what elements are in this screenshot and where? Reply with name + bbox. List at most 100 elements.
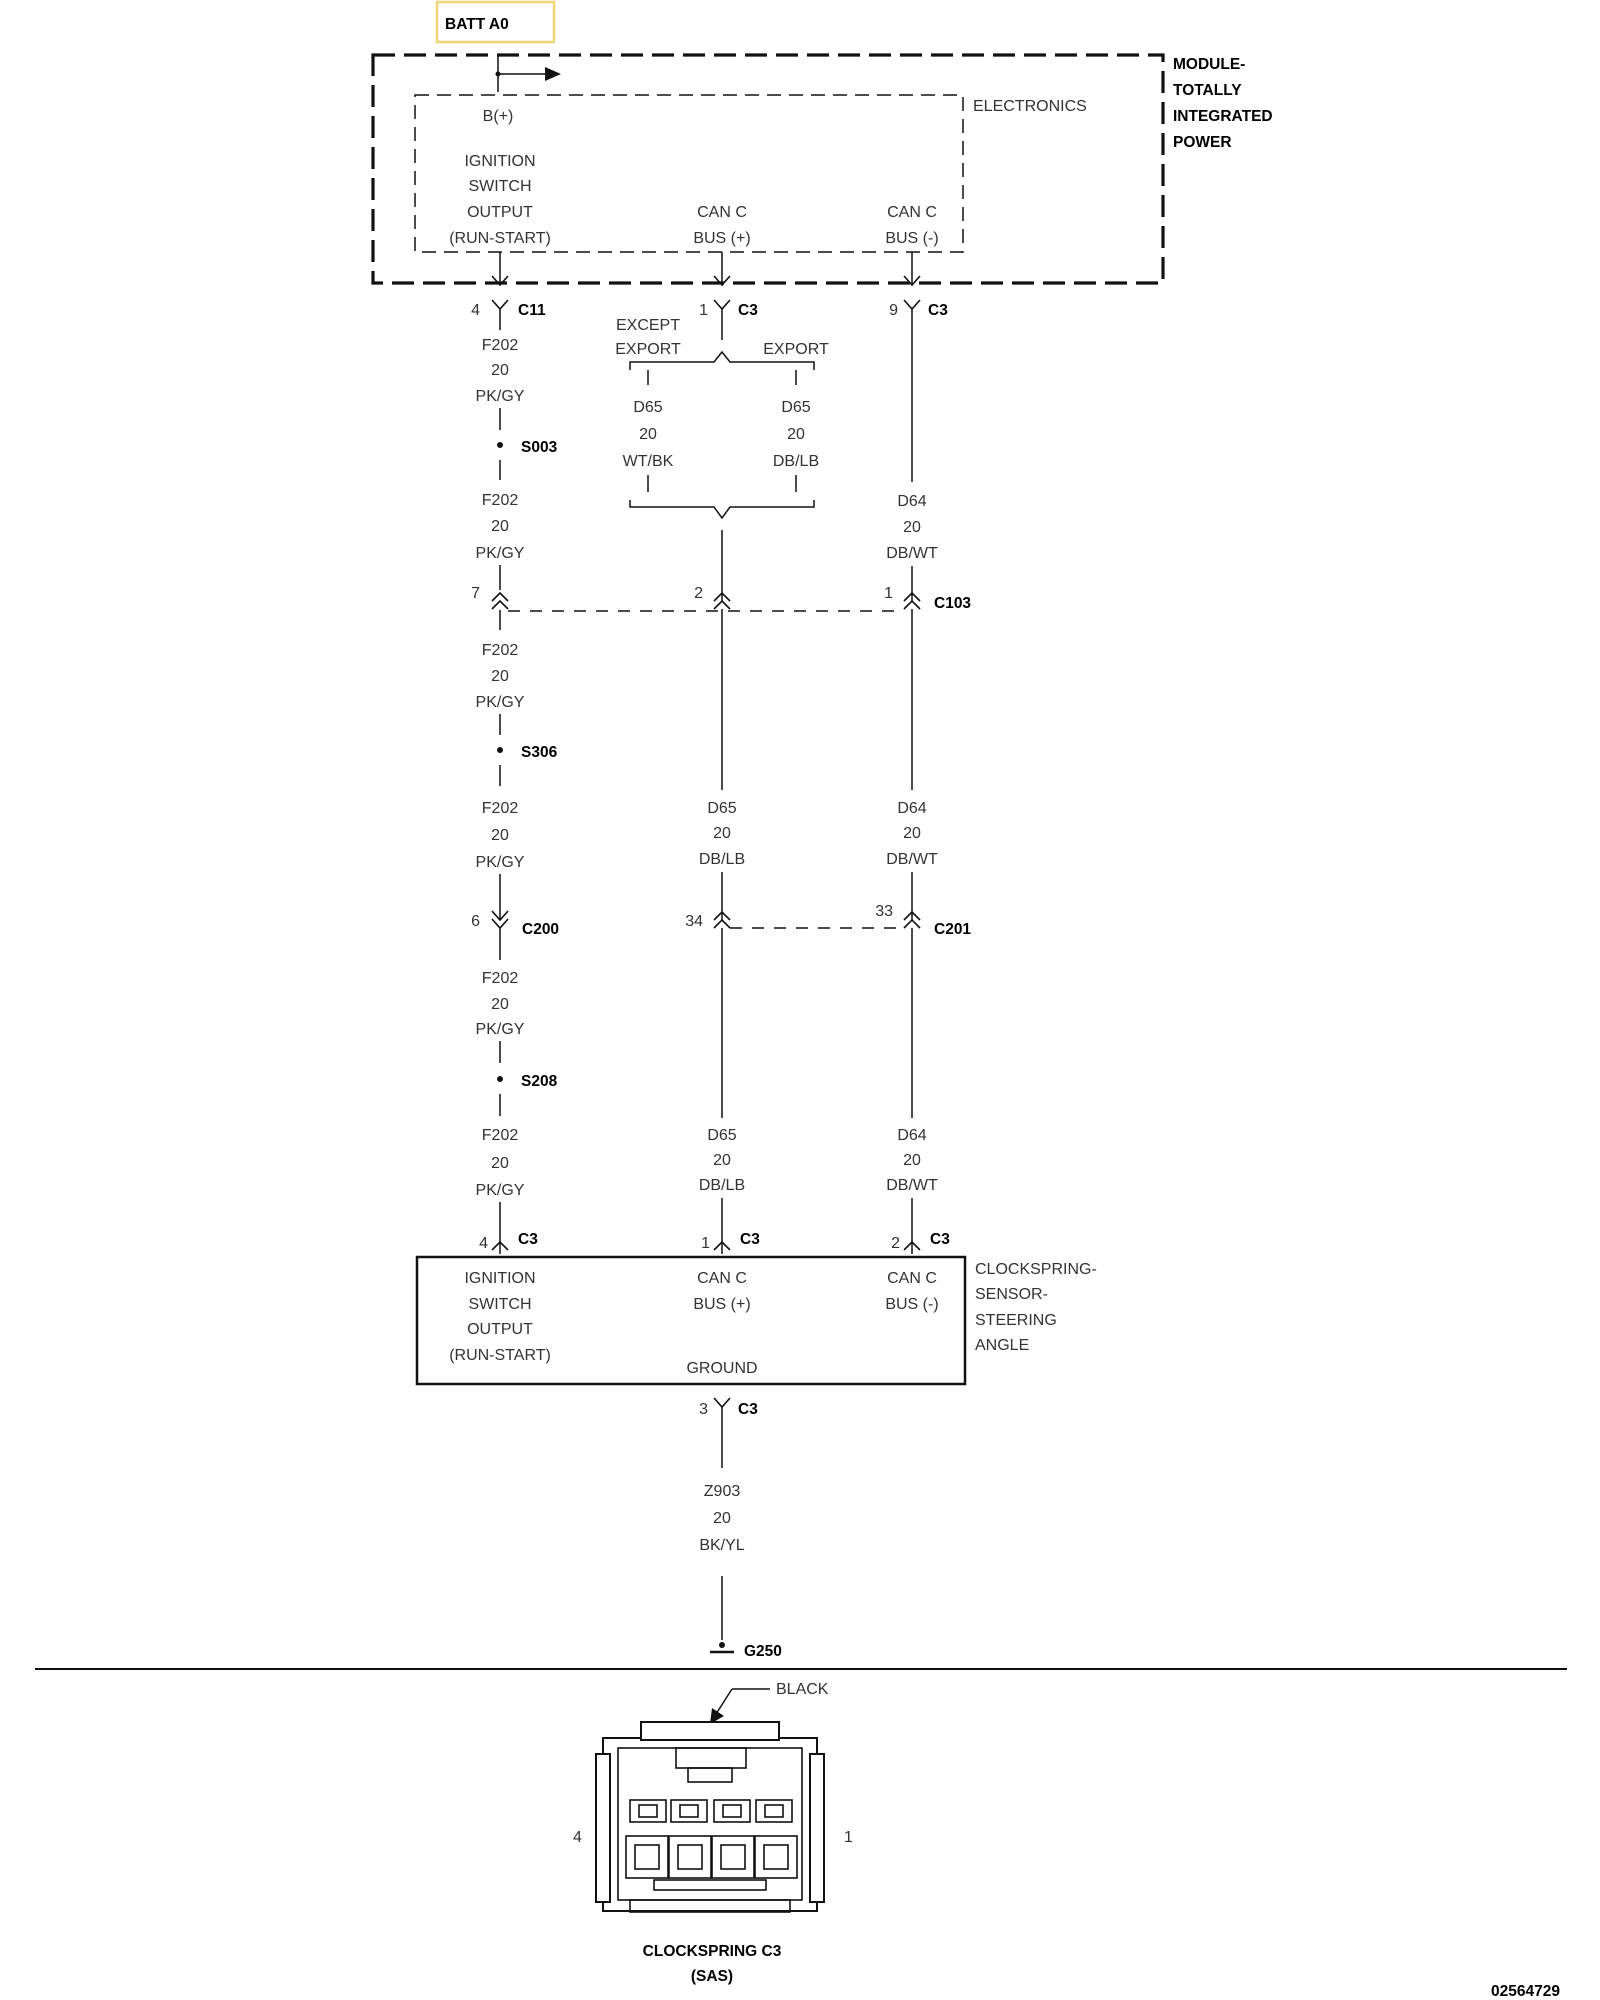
ign-wire-label-3: F202 20 PK/GY <box>476 642 525 711</box>
svg-text:2: 2 <box>694 585 703 602</box>
svg-text:BUS (+): BUS (+) <box>693 1296 750 1313</box>
ground-symbol-icon <box>710 1642 734 1654</box>
splice-s208-label: S208 <box>521 1073 558 1090</box>
svg-text:MODULE-: MODULE- <box>1173 56 1245 73</box>
connector-pin-left-label: 4 <box>573 1829 582 1846</box>
svg-text:F202: F202 <box>482 337 519 354</box>
splice-s003-dot <box>497 442 503 448</box>
svg-text:C3: C3 <box>930 1231 950 1248</box>
svg-text:(RUN-START): (RUN-START) <box>449 1347 551 1364</box>
canm-stub-arrow-icon <box>903 275 921 287</box>
svg-text:C3: C3 <box>518 1231 538 1248</box>
svg-text:20: 20 <box>491 518 509 535</box>
svg-text:C3: C3 <box>738 302 758 319</box>
bplus-label: B(+) <box>483 108 514 125</box>
svg-text:C200: C200 <box>522 921 559 938</box>
branch-except-export-label: EXCEPT EXPORT <box>615 317 681 358</box>
svg-text:BUS (-): BUS (-) <box>885 230 938 247</box>
svg-text:C3: C3 <box>738 1401 758 1418</box>
svg-text:DB/WT: DB/WT <box>886 545 938 562</box>
svg-text:D64: D64 <box>897 800 926 817</box>
svg-text:OUTPUT: OUTPUT <box>467 204 533 221</box>
svg-text:D64: D64 <box>897 1127 926 1144</box>
svg-text:DB/WT: DB/WT <box>886 1177 938 1194</box>
svg-text:20: 20 <box>491 996 509 1013</box>
svg-text:DB/LB: DB/LB <box>699 851 745 868</box>
svg-text:20: 20 <box>903 519 921 536</box>
svg-text:1: 1 <box>699 302 708 319</box>
svg-text:4: 4 <box>471 302 480 319</box>
batt-label: BATT A0 <box>445 16 509 33</box>
svg-text:EXPORT: EXPORT <box>615 341 681 358</box>
svg-text:F202: F202 <box>482 970 519 987</box>
svg-text:20: 20 <box>491 827 509 844</box>
electronics-boundary <box>414 94 964 253</box>
connector-pin-right-label: 1 <box>844 1829 853 1846</box>
canp-wire-label-2: D65 20 DB/LB <box>699 1127 745 1194</box>
connector-c201: 34 33 C201 <box>685 903 971 938</box>
svg-text:F202: F202 <box>482 1127 519 1144</box>
svg-text:1: 1 <box>701 1235 710 1252</box>
clockspring-ign-pin-label: IGNITION SWITCH OUTPUT (RUN-START) <box>449 1270 551 1364</box>
svg-text:20: 20 <box>491 1155 509 1172</box>
svg-text:1: 1 <box>884 585 893 602</box>
module-boundary <box>371 53 1165 285</box>
connector-c3-canm-bottom: 2 C3 <box>891 1231 950 1254</box>
svg-text:PK/GY: PK/GY <box>476 854 525 871</box>
module-ign-pin-label: IGNITION SWITCH OUTPUT (RUN-START) <box>449 153 551 247</box>
svg-text:20: 20 <box>713 1510 731 1527</box>
ground-g250-label: G250 <box>744 1643 782 1660</box>
splice-s306-label: S306 <box>521 744 558 761</box>
color-leader-line <box>715 1688 733 1715</box>
module-canp-pin-label: CAN C BUS (+) <box>693 204 750 247</box>
ign-wire-label-5: F202 20 PK/GY <box>476 970 525 1038</box>
svg-text:4: 4 <box>479 1235 488 1252</box>
svg-text:DB/LB: DB/LB <box>773 453 819 470</box>
svg-text:PK/GY: PK/GY <box>476 388 525 405</box>
color-leader-arrow-icon <box>710 1708 724 1724</box>
batt-label-box <box>435 0 556 44</box>
ign-wire-label-6: F202 20 PK/GY <box>476 1127 525 1199</box>
svg-text:F202: F202 <box>482 800 519 817</box>
svg-text:OUTPUT: OUTPUT <box>467 1321 533 1338</box>
svg-text:SWITCH: SWITCH <box>468 1296 531 1313</box>
svg-text:PK/GY: PK/GY <box>476 1182 525 1199</box>
svg-text:BUS (-): BUS (-) <box>885 1296 938 1313</box>
svg-text:20: 20 <box>713 1152 731 1169</box>
svg-text:3: 3 <box>699 1401 708 1418</box>
clockspring-canp-pin-label: CAN C BUS (+) <box>693 1270 750 1313</box>
clockspring-canm-pin-label: CAN C BUS (-) <box>885 1270 938 1313</box>
svg-text:Z903: Z903 <box>704 1483 741 1500</box>
svg-text:C201: C201 <box>934 921 971 938</box>
svg-text:CAN C: CAN C <box>887 204 937 221</box>
svg-text:20: 20 <box>639 426 657 443</box>
svg-text:PK/GY: PK/GY <box>476 694 525 711</box>
svg-text:D65: D65 <box>707 1127 736 1144</box>
branch-right-wire-label: D65 20 DB/LB <box>773 399 819 470</box>
connector-color-label: BLACK <box>776 1681 829 1698</box>
svg-text:(RUN-START): (RUN-START) <box>449 230 551 247</box>
svg-text:20: 20 <box>787 426 805 443</box>
svg-text:CLOCKSPRING C3: CLOCKSPRING C3 <box>643 1943 782 1960</box>
svg-text:SWITCH: SWITCH <box>468 178 531 195</box>
svg-text:9: 9 <box>889 302 898 319</box>
svg-text:20: 20 <box>491 362 509 379</box>
svg-text:20: 20 <box>903 1152 921 1169</box>
svg-text:20: 20 <box>713 825 731 842</box>
connector-face-view <box>595 1721 825 1913</box>
svg-text:DB/LB: DB/LB <box>699 1177 745 1194</box>
svg-text:IGNITION: IGNITION <box>464 1270 535 1287</box>
svg-text:CAN C: CAN C <box>887 1270 937 1287</box>
module-name: MODULE- TOTALLY INTEGRATED POWER <box>1173 56 1273 151</box>
svg-text:POWER: POWER <box>1173 134 1232 151</box>
svg-text:IGNITION: IGNITION <box>464 153 535 170</box>
electronics-label: ELECTRONICS <box>973 98 1087 115</box>
svg-text:C3: C3 <box>928 302 948 319</box>
connector-c3-canp-top: 1 C3 <box>699 299 758 319</box>
svg-text:ANGLE: ANGLE <box>975 1337 1029 1354</box>
connector-c3-canp-bottom: 1 C3 <box>701 1231 760 1254</box>
connector-c3-ground: 3 C3 <box>699 1397 758 1418</box>
svg-text:EXCEPT: EXCEPT <box>616 317 680 334</box>
svg-text:F202: F202 <box>482 492 519 509</box>
